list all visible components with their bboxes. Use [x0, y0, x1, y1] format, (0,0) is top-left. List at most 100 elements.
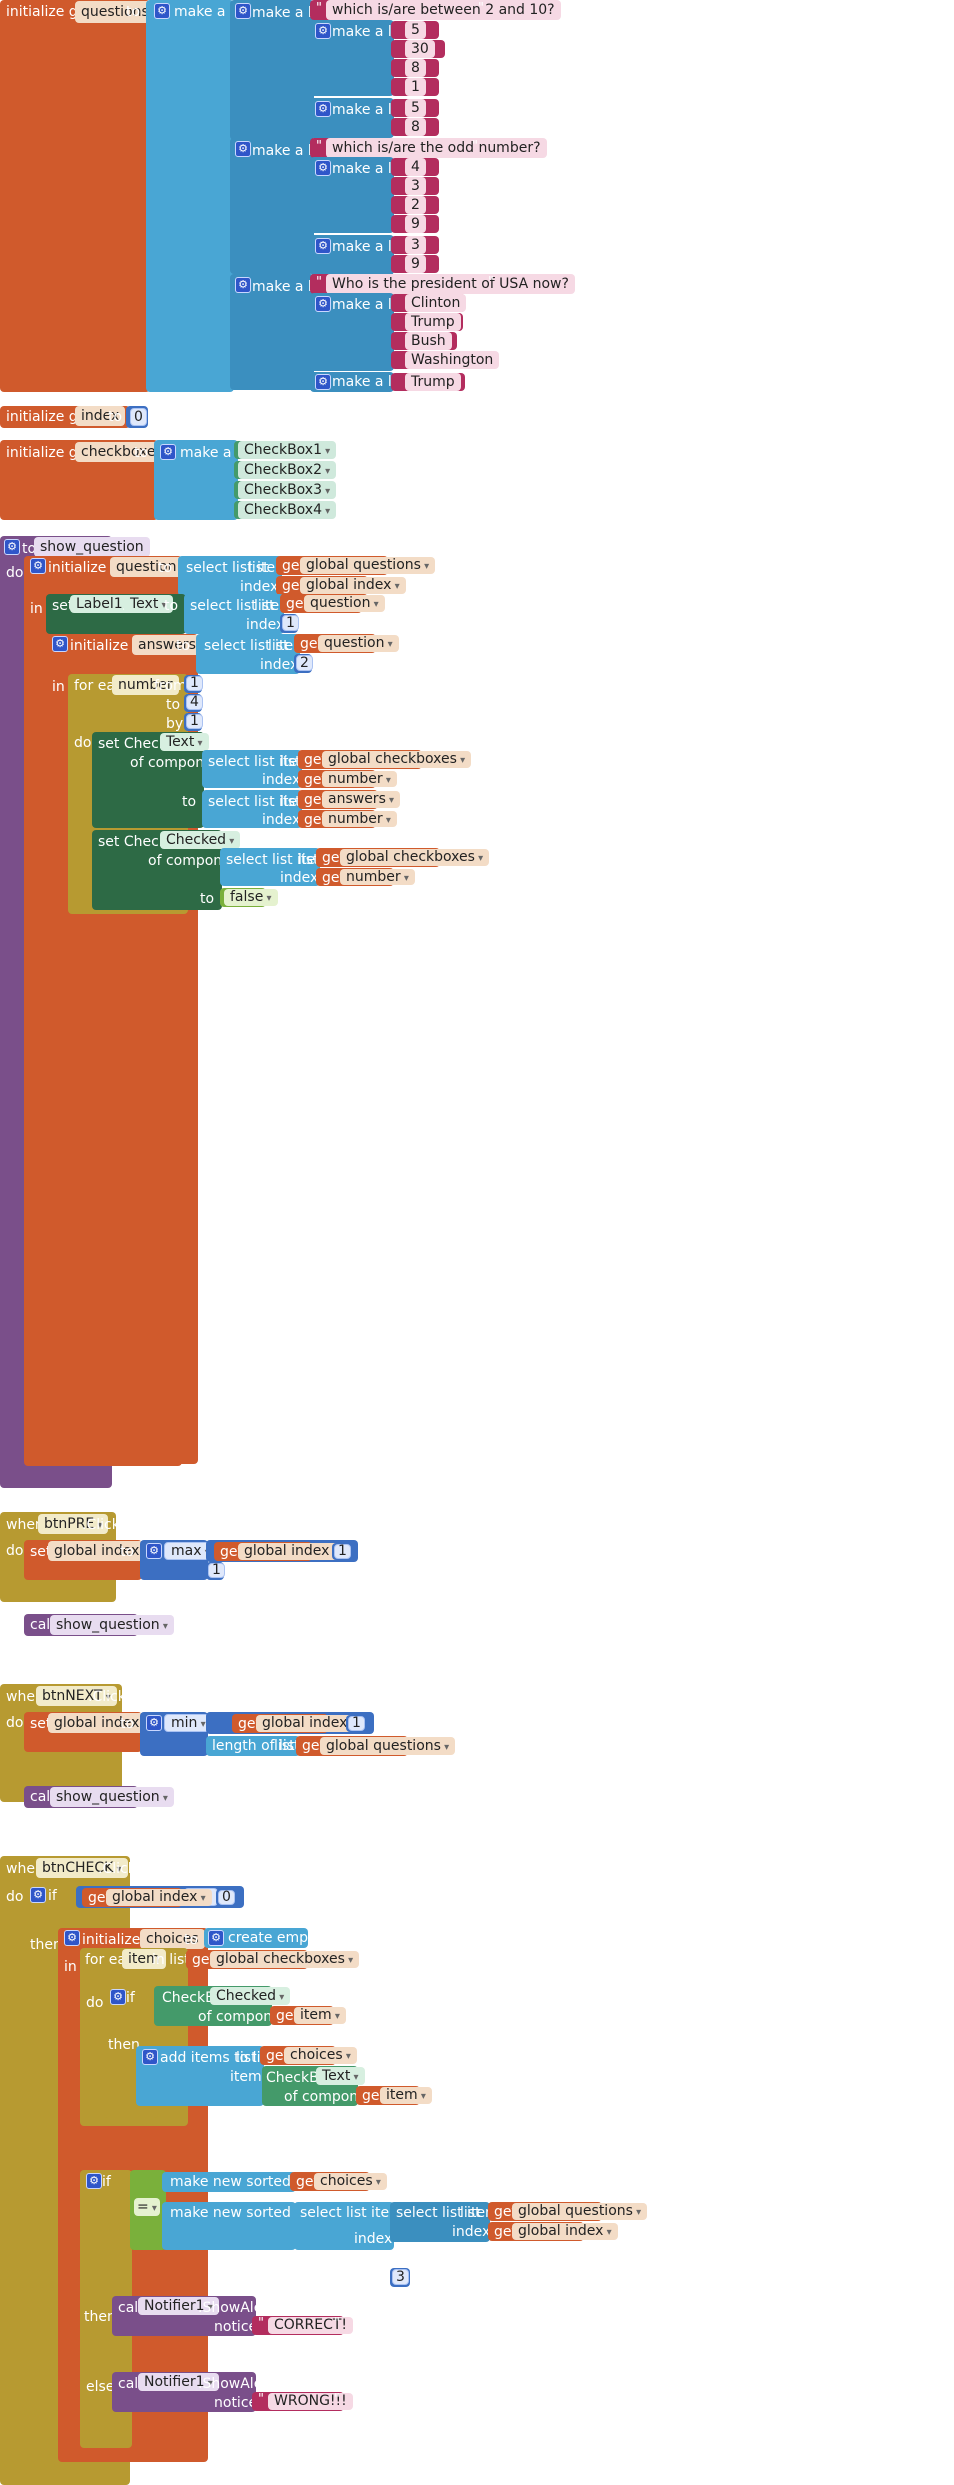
get-var[interactable]: global index: [106, 1889, 212, 1906]
local-var-answers[interactable]: answers: [132, 635, 202, 655]
get-var[interactable]: number: [322, 811, 397, 827]
math-fn[interactable]: min: [164, 1714, 213, 1732]
component-notifier[interactable]: Notifier1: [138, 2297, 219, 2315]
local-var-question[interactable]: question: [110, 557, 183, 577]
text-block-option[interactable]: Trump: [391, 313, 463, 331]
text-block-option[interactable]: 8: [391, 59, 439, 77]
set-var[interactable]: global index: [48, 1541, 154, 1561]
math-max-block[interactable]: ⚙ max: [140, 1540, 217, 1580]
text-block-option[interactable]: 1: [391, 78, 439, 96]
gear-icon[interactable]: ⚙: [315, 238, 331, 254]
number-block[interactable]: 3: [390, 2268, 410, 2287]
set-checkbox-checked-block[interactable]: set CheckBox. Checked of component to: [92, 830, 245, 910]
text-block-option[interactable]: 9: [391, 215, 439, 233]
set-var[interactable]: global index: [48, 1713, 154, 1733]
get-var[interactable]: global checkboxes: [340, 849, 490, 866]
checkbox-checked-getter[interactable]: CheckBox. Checked of component: [154, 1986, 295, 2026]
get-block[interactable]: get global index: [82, 1888, 212, 1907]
gear-icon[interactable]: ⚙: [110, 1989, 126, 2005]
get-var[interactable]: number: [340, 869, 415, 885]
text-block-wrong[interactable]: " WRONG!!! ": [252, 2392, 353, 2411]
make-list-outer[interactable]: ⚙ make a list: [146, 0, 250, 392]
button-name[interactable]: btnCHECK: [36, 1858, 128, 1878]
text-value[interactable]: 9: [405, 255, 426, 273]
select-list-item-block[interactable]: select list item list index: [196, 634, 307, 674]
property-checked[interactable]: Checked: [210, 1987, 291, 2005]
text-value[interactable]: 1: [405, 78, 426, 96]
get-var[interactable]: choices: [314, 2173, 387, 2190]
call-show-question-block[interactable]: call show_question: [24, 1614, 174, 1636]
get-var[interactable]: global index: [300, 577, 406, 594]
get-block[interactable]: get number: [298, 770, 397, 788]
select-list-item-block[interactable]: select list item index: [294, 2202, 403, 2250]
get-var[interactable]: answers: [322, 791, 401, 808]
get-var[interactable]: item: [294, 2007, 346, 2024]
number-block[interactable]: 1: [332, 1543, 352, 1560]
number-value[interactable]: 0: [218, 1890, 235, 1905]
make-sorted-list-block[interactable]: make new sorted list from: [162, 2202, 353, 2250]
get-var[interactable]: choices: [284, 2047, 357, 2064]
get-block[interactable]: get item: [356, 2086, 432, 2105]
text-value[interactable]: 8: [405, 59, 426, 77]
gear-icon[interactable]: ⚙: [315, 101, 331, 117]
property-text[interactable]: Text: [316, 2067, 365, 2085]
component-notifier[interactable]: Notifier1: [138, 2373, 219, 2391]
make-list-checkboxes[interactable]: ⚙ make a list: [154, 440, 256, 520]
text-value[interactable]: Clinton: [405, 294, 467, 312]
gear-icon[interactable]: ⚙: [86, 2173, 102, 2189]
number-block[interactable]: 1: [346, 1715, 366, 1732]
make-list-q2-answers[interactable]: ⚙ make a list: [310, 235, 408, 275]
number-value[interactable]: 0: [130, 408, 147, 426]
text-value[interactable]: 3: [405, 177, 426, 195]
gear-icon[interactable]: ⚙: [235, 3, 251, 19]
make-list-q1[interactable]: ⚙ make a list: [230, 0, 328, 140]
text-value[interactable]: Who is the president of USA now?: [326, 274, 575, 294]
select-list-item-block[interactable]: select list item list index: [390, 2202, 499, 2242]
gear-icon[interactable]: ⚙: [315, 296, 331, 312]
select-list-item-block[interactable]: select list item list index: [202, 750, 311, 788]
number-block[interactable]: 4: [184, 694, 203, 712]
text-block-answer[interactable]: 3: [391, 236, 439, 254]
text-value[interactable]: Bush: [405, 332, 452, 350]
text-block-answer[interactable]: Trump: [391, 373, 465, 391]
text-value[interactable]: 5: [405, 99, 426, 117]
gear-icon[interactable]: ⚙: [154, 3, 170, 19]
get-block[interactable]: get global index: [214, 1542, 344, 1561]
make-list-q3[interactable]: ⚙ make a list: [230, 274, 328, 390]
text-block-option[interactable]: Bush: [391, 332, 457, 350]
text-value[interactable]: Trump: [405, 313, 461, 331]
text-value[interactable]: which is/are between 2 and 10?: [326, 0, 561, 20]
button-name[interactable]: btnNEXT: [36, 1686, 117, 1706]
gear-icon[interactable]: ⚙: [4, 539, 20, 555]
var-name-questions[interactable]: questions: [75, 1, 155, 23]
text-block-option[interactable]: Clinton: [391, 294, 467, 312]
component-block[interactable]: CheckBox3: [234, 481, 337, 499]
make-list-q2-options[interactable]: ⚙ make a list: [310, 157, 408, 233]
get-block[interactable]: get global questions: [296, 1736, 456, 1756]
get-var[interactable]: global index: [256, 1715, 362, 1732]
gear-icon[interactable]: ⚙: [160, 444, 176, 460]
make-sorted-list-block[interactable]: make new sorted list from: [162, 2172, 353, 2192]
text-value[interactable]: 8: [405, 118, 426, 136]
boolean-value[interactable]: false: [224, 889, 278, 906]
set-label1-text-block[interactable]: set Label1 . Text to: [46, 594, 186, 634]
math-min-block[interactable]: ⚙ min: [140, 1712, 213, 1756]
gear-icon[interactable]: ⚙: [30, 558, 46, 574]
text-block-option[interactable]: 5: [391, 21, 439, 39]
var-name-index[interactable]: index: [75, 406, 126, 426]
gear-icon[interactable]: ⚙: [30, 1887, 46, 1903]
get-var[interactable]: global index: [512, 2223, 618, 2240]
number-block[interactable]: 1: [206, 1562, 225, 1580]
component-name[interactable]: CheckBox2: [238, 461, 337, 479]
call-notifier-correct[interactable]: call Notifier1 .ShowAlert notice: [112, 2296, 274, 2336]
get-block[interactable]: get number: [298, 810, 397, 828]
logic-equals-block[interactable]: =: [130, 2170, 166, 2250]
number-value[interactable]: 1: [348, 1716, 365, 1731]
component-name[interactable]: CheckBox4: [238, 501, 337, 519]
loop-var-number[interactable]: number: [112, 675, 179, 695]
init-global-checkboxes-block[interactable]: initialize global checkboxes to: [0, 440, 169, 520]
get-var[interactable]: global index: [238, 1543, 344, 1560]
get-var[interactable]: global questions: [320, 1737, 456, 1755]
equals-op[interactable]: =: [134, 2198, 160, 2216]
get-var[interactable]: question: [304, 595, 385, 612]
